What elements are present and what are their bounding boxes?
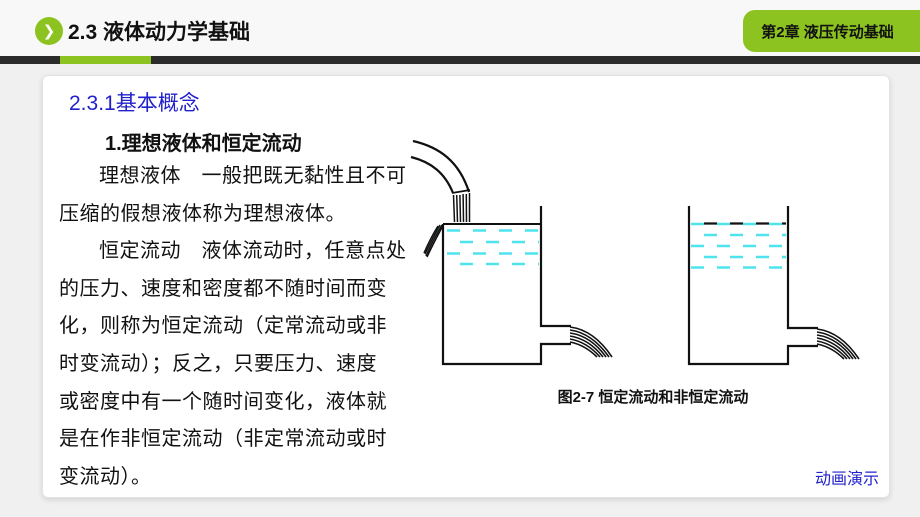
text-line: 是在作非恒定流动（非定常流动或时 <box>59 428 387 451</box>
chevron-right-icon: ❯ <box>35 17 63 45</box>
body-text: 理想液体 一般把既无黏性且不可 压缩的假想液体称为理想液体。 恒定流动 液体流动… <box>59 158 415 496</box>
animation-demo-link[interactable]: 动画演示 <box>814 471 879 488</box>
left-outflow-jet <box>569 326 613 358</box>
text-line: 恒定流动 液体流动时，任意点处 <box>99 240 407 263</box>
page-title: 2.3 液体动力学基础 <box>68 21 251 44</box>
inflow-pipe <box>410 139 471 194</box>
water-dashes-left <box>447 229 539 266</box>
header-bar: ❯ 2.3 液体动力学基础 第2章 液压传动基础 <box>0 0 920 56</box>
right-water-surface <box>691 222 786 226</box>
figure-caption: 图2-7 恒定流动和非恒定流动 <box>557 389 749 406</box>
text-line: 理想液体 一般把既无黏性且不可 <box>99 165 407 187</box>
text-line: 变流动）。 <box>59 465 152 488</box>
text-line: 的压力、速度和密度都不随时间而变 <box>59 277 387 300</box>
text-line: 化，则称为恒定流动（定常流动或非 <box>59 315 387 338</box>
chapter-badge: 第2章 液压传动基础 <box>743 10 920 52</box>
text-line: 压缩的假想液体称为理想液体。 <box>59 202 346 225</box>
sub-heading: 1.理想液体和恒定流动 <box>105 133 302 155</box>
progress-segment <box>60 56 151 64</box>
right-tank-drawing <box>687 206 860 366</box>
right-tank-outline <box>687 206 818 366</box>
progress-bar <box>0 56 920 64</box>
right-outflow-jet <box>816 328 860 360</box>
figure-2-7-diagram <box>410 139 860 366</box>
overflow-stream <box>423 223 445 258</box>
left-tank-outline <box>441 206 571 366</box>
text-line: 或密度中有一个随时间变化，液体就 <box>59 390 387 413</box>
left-tank-drawing <box>410 139 613 366</box>
chevron-glyph: ❯ <box>42 22 56 40</box>
section-heading: 2.3.1基本概念 <box>69 92 200 115</box>
content-card: 2.3.1基本概念 1.理想液体和恒定流动 理想液体 一般把既无黏性且不可 压缩… <box>42 75 890 498</box>
water-dashes-right <box>691 233 786 269</box>
text-line: 时变流动）；反之，只要压力、速度 <box>59 352 377 375</box>
inflow-jet <box>452 193 471 223</box>
